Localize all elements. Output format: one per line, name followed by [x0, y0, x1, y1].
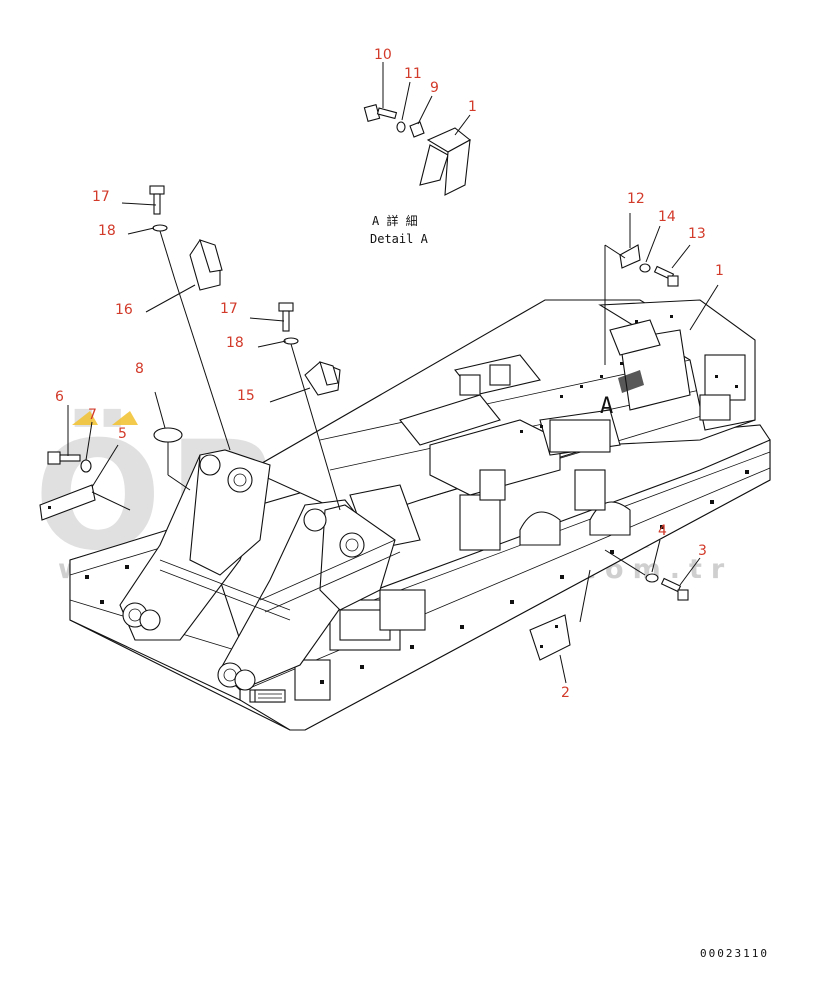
callout-18-upper: 18	[98, 223, 116, 239]
callout-7: 7	[88, 407, 97, 423]
callout-13: 13	[688, 226, 706, 242]
watermark-accent-right	[112, 411, 138, 425]
detail-a: A 詳 細 Detail A	[363, 104, 471, 246]
callout-17-upper: 17	[92, 189, 110, 205]
bolt-10	[363, 104, 398, 122]
callout-12: 12	[627, 191, 645, 207]
callout-18-middle: 18	[226, 335, 244, 351]
boom-mount-right	[217, 499, 396, 691]
callout-10: 10	[374, 47, 392, 63]
washer-11	[396, 121, 406, 133]
bracket-15	[304, 361, 341, 396]
plate-12	[619, 244, 641, 269]
washer-14	[639, 263, 651, 273]
callout-15: 15	[237, 388, 255, 404]
plate-5	[39, 484, 96, 521]
watermark-accent-left	[72, 411, 98, 425]
callout-16: 16	[115, 302, 133, 318]
callout-4: 4	[658, 523, 667, 539]
washer-7	[80, 459, 92, 473]
callout-3: 3	[698, 543, 707, 559]
callout-9: 9	[430, 80, 439, 96]
callout-17-middle: 17	[220, 301, 238, 317]
callout-5: 5	[118, 426, 127, 442]
detail-en-label: Detail A	[370, 232, 429, 246]
callout-6: 6	[55, 389, 64, 405]
callout-1-detail: 1	[468, 99, 477, 115]
bolt-17-upper	[149, 185, 165, 215]
bolt-17-middle	[278, 302, 294, 332]
callout-11: 11	[404, 66, 422, 82]
cross-beam-1	[429, 419, 561, 496]
boom-mount-left	[119, 449, 271, 641]
bolt-3	[660, 577, 689, 601]
washer-18-middle	[283, 337, 299, 345]
callouts: 10 11 9 1 17 18 16 12 14 13 1 17 18 15 8…	[55, 47, 724, 701]
washer-18-upper	[152, 224, 168, 232]
washer-4	[645, 573, 659, 583]
drawing-number: 00023110	[700, 947, 769, 960]
bracket-1-detail	[419, 127, 471, 196]
view-arrow	[618, 370, 644, 393]
plate-9	[409, 121, 425, 138]
cap-8	[153, 427, 183, 443]
bolt-6	[47, 451, 81, 465]
frame-front-rail	[239, 439, 771, 731]
callout-14: 14	[658, 209, 676, 225]
callout-8: 8	[135, 361, 144, 377]
bolt-13	[653, 265, 679, 287]
detail-jp-label: A 詳 細	[372, 213, 418, 228]
callout-2: 2	[561, 685, 570, 701]
leader-lines	[67, 62, 719, 684]
view-marker: A	[600, 394, 613, 419]
bracket-16	[189, 239, 223, 291]
plate-2	[529, 614, 571, 661]
callout-1-frame: 1	[715, 263, 724, 279]
